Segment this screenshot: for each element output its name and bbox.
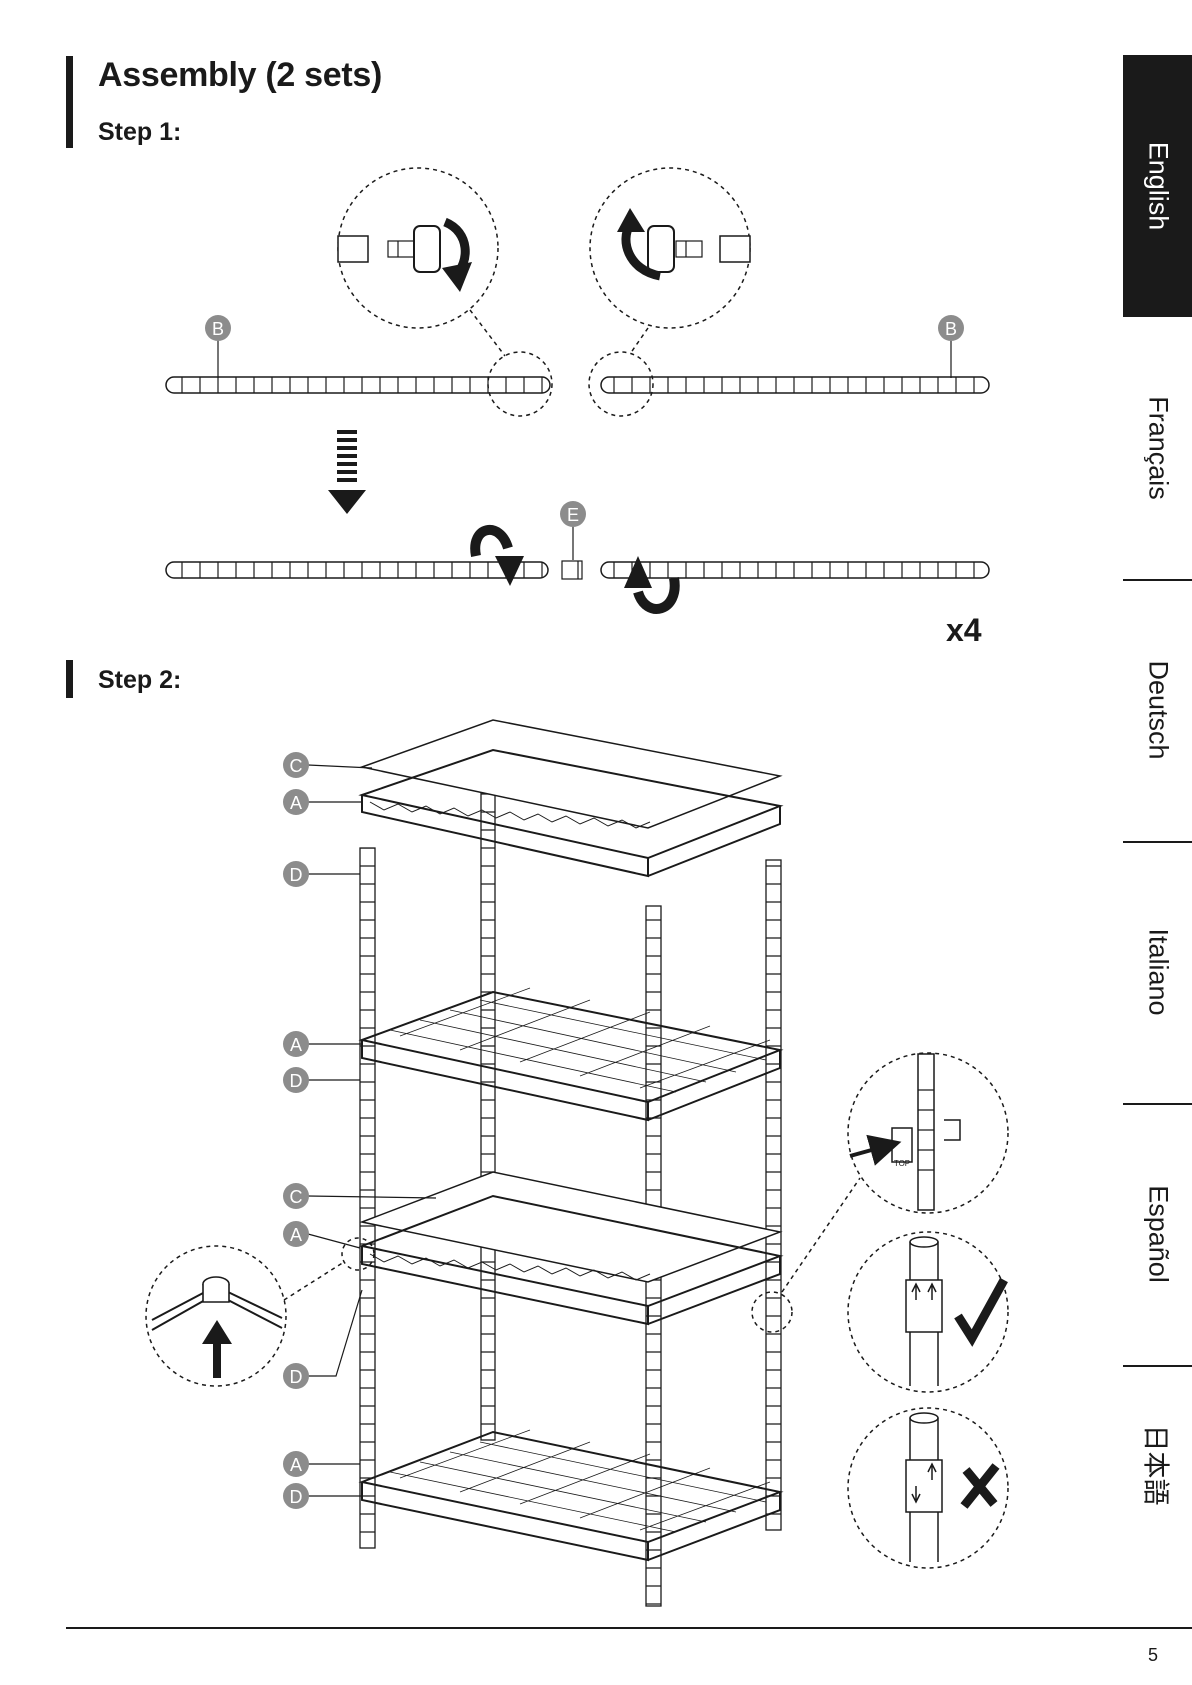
- pole-b-left: [166, 377, 550, 393]
- tab-label: Italiano: [1142, 928, 1173, 1015]
- callout-d-2: D: [283, 1067, 360, 1093]
- svg-text:D: D: [290, 1367, 303, 1387]
- svg-text:B: B: [945, 319, 957, 339]
- language-tabs: English Français Deutsch Italiano Españo…: [1123, 55, 1192, 1375]
- tab-label: Español: [1142, 1185, 1173, 1283]
- callout-a-3: A: [283, 1221, 360, 1248]
- pole-joined-right: [601, 562, 989, 578]
- svg-text:A: A: [290, 1455, 302, 1475]
- pole-back-left: [481, 790, 495, 1190]
- tab-divider: [1123, 1103, 1192, 1105]
- tab-espanol[interactable]: Español: [1123, 1103, 1192, 1365]
- svg-text:TOP: TOP: [894, 1159, 910, 1168]
- tab-divider: [1123, 579, 1192, 581]
- wire-shelf-2: [362, 988, 780, 1120]
- detail-circle-wrong: [848, 1408, 1008, 1568]
- callout-b-right: B: [938, 315, 964, 378]
- down-arrow-icon: [328, 430, 366, 514]
- svg-text:A: A: [290, 1225, 302, 1245]
- svg-text:A: A: [290, 793, 302, 813]
- tab-francais[interactable]: Français: [1123, 317, 1192, 579]
- tab-divider: [1123, 841, 1192, 843]
- callout-a-1: A: [283, 789, 362, 815]
- up-arrow-icon: [213, 1340, 221, 1378]
- pole-back-right: [766, 860, 781, 1530]
- svg-text:C: C: [290, 1187, 303, 1207]
- page-number: 5: [1148, 1645, 1158, 1666]
- detail-circle-correct: [848, 1232, 1008, 1392]
- pole-joined-left: [166, 562, 548, 578]
- svg-text:C: C: [290, 756, 303, 776]
- tab-label: 日本語: [1138, 1425, 1177, 1506]
- callout-d-4: D: [283, 1483, 360, 1509]
- svg-text:D: D: [290, 865, 303, 885]
- connector-e: [562, 561, 582, 579]
- svg-text:A: A: [290, 1035, 302, 1055]
- pole-front-left: [360, 848, 375, 1548]
- callout-e: E: [560, 501, 586, 560]
- pole-back-left-lower: [481, 1240, 495, 1440]
- tab-english[interactable]: English: [1123, 55, 1192, 317]
- callout-d-1: D: [283, 861, 360, 887]
- tab-deutsch[interactable]: Deutsch: [1123, 579, 1192, 841]
- assembly-illustration: B B E: [0, 0, 1110, 1620]
- svg-text:E: E: [567, 505, 579, 525]
- tab-label: English: [1142, 142, 1173, 231]
- svg-text:D: D: [290, 1487, 303, 1507]
- callout-a-4: A: [283, 1451, 360, 1477]
- tab-japanese[interactable]: 日本語: [1123, 1365, 1192, 1565]
- callout-b-left: B: [205, 315, 231, 378]
- pole-b-right: [601, 377, 989, 393]
- svg-text:B: B: [212, 319, 224, 339]
- shelf-liner-middle: [362, 1172, 780, 1282]
- callout-c-top: C: [283, 752, 372, 778]
- tab-label: Français: [1142, 396, 1173, 500]
- footer-rule: [66, 1627, 1192, 1629]
- svg-text:D: D: [290, 1071, 303, 1091]
- callout-d-3: D: [283, 1290, 362, 1389]
- tab-divider: [1123, 1365, 1192, 1367]
- wire-shelf-4: [362, 1430, 780, 1560]
- callout-a-2: A: [283, 1031, 362, 1057]
- tab-label: Deutsch: [1142, 660, 1173, 759]
- tab-italiano[interactable]: Italiano: [1123, 841, 1192, 1103]
